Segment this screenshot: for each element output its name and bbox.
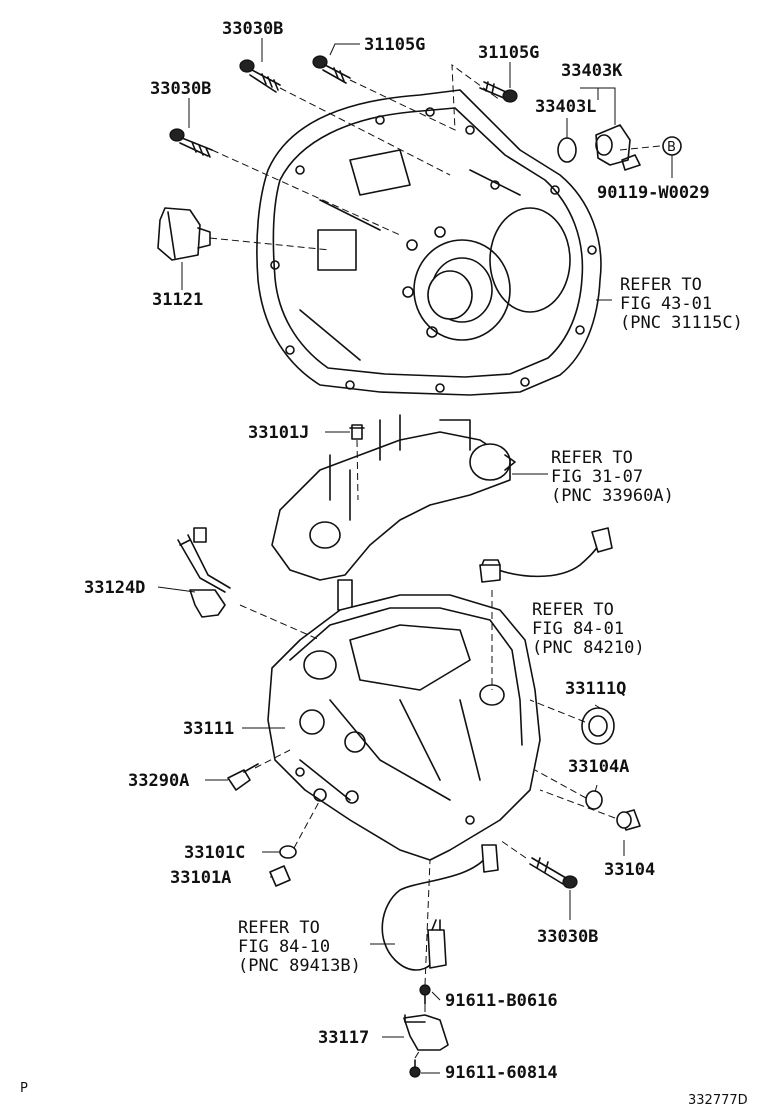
label-33030b-lower: 33030B [150,79,211,99]
boot-31121[interactable] [157,207,211,261]
bolt-33030b-case[interactable] [529,857,578,889]
reference-b-marker: B [662,136,682,156]
refer-84-01-line2: FIG 84-01 [532,619,624,639]
label-31105g-right: 31105G [478,43,539,63]
ref-b-text: B [667,140,676,155]
label-33101j: 33101J [248,423,309,443]
refer-31-line2: FIG 31-07 [551,467,643,487]
footer-left-mark: P [20,1081,28,1096]
bolt-91611-60814[interactable] [409,1059,421,1078]
refer-84-01-line1: REFER TO [532,600,614,620]
shift-assembly [271,414,516,611]
bolt-31105g-right[interactable] [479,81,518,103]
refer-43-line3: (PNC 31115C) [620,313,743,333]
refer-43-line1: REFER TO [620,275,702,295]
refer-43-line2: FIG 43-01 [620,294,712,314]
plug-33101j[interactable] [349,424,365,440]
plug-33104[interactable] [616,809,641,831]
gasket-33101c[interactable] [279,845,297,859]
sleeve-33403k[interactable] [595,124,641,171]
label-33290a: 33290A [128,771,189,791]
label-33403l: 33403L [535,97,596,117]
clutch-housing[interactable] [256,89,602,396]
bolt-33030b-upper[interactable] [239,59,281,93]
plug-33101a[interactable] [269,865,291,887]
bolt-33030b-lower[interactable] [169,128,213,158]
leader-lines [157,38,673,1074]
bolt-91611-b0616[interactable] [419,984,431,1005]
figure-id: 332777D [688,1093,748,1108]
refer-84-01-line3: (PNC 84210) [532,638,645,658]
bolt-31105g-left[interactable] [312,55,351,84]
label-33030b-case: 33030B [537,927,598,947]
label-90119-w0029: 90119-W0029 [597,183,710,203]
sensor-84210-harness [479,527,613,583]
refer-31-line1: REFER TO [551,448,633,468]
label-91611-60814: 91611-60814 [445,1063,558,1083]
label-33111q: 33111Q [565,679,626,699]
label-33104a: 33104A [568,757,629,777]
refer-84-10-line2: FIG 84-10 [238,937,330,957]
label-33111: 33111 [183,719,234,739]
o-ring-33403l[interactable] [557,137,577,163]
transmission-case-33111[interactable] [267,594,541,861]
label-33101c: 33101C [184,843,245,863]
label-33101a: 33101A [170,868,231,888]
bolt-33290a[interactable] [227,763,259,791]
refer-84-10-line1: REFER TO [238,918,320,938]
label-31121: 31121 [152,290,203,310]
label-33030b-upper: 33030B [222,19,283,39]
label-33104: 33104 [604,860,655,880]
label-91611-b0616: 91611-B0616 [445,991,558,1011]
label-33403k: 33403K [561,61,623,81]
label-33124d: 33124D [84,578,145,598]
sensor-89413b-harness [381,844,499,971]
label-33117: 33117 [318,1028,369,1048]
refer-84-10-line3: (PNC 89413B) [238,956,361,976]
oil-seal-33111q[interactable] [581,707,615,745]
gasket-33104a[interactable] [585,790,603,810]
bracket-33124d[interactable] [177,527,231,618]
refer-31-line3: (PNC 33960A) [551,486,674,506]
label-31105g-left: 31105G [364,35,425,55]
callout-labels: 33030B 31105G 31105G 33403K 33030B 33403… [20,19,748,1108]
bracket-33117[interactable] [403,1014,449,1051]
